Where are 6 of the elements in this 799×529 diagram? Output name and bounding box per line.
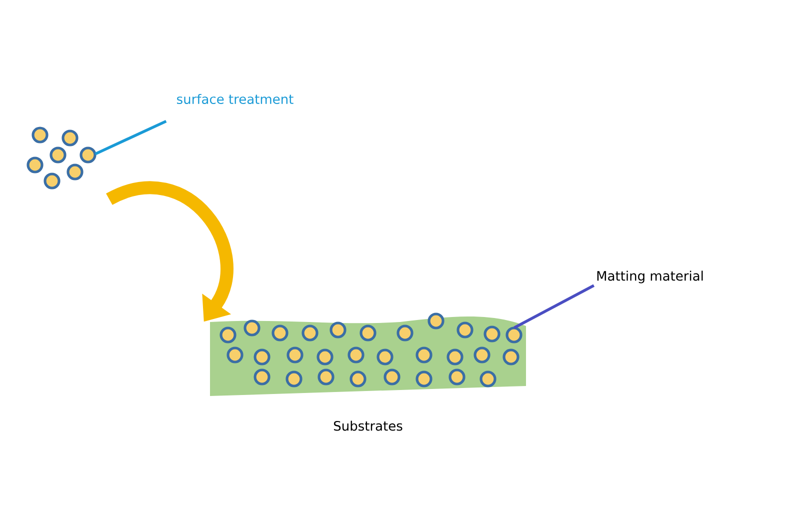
- particle-cluster-drawing: [26, 126, 96, 190]
- leader-line: [514, 284, 595, 330]
- leader-line: [94, 120, 167, 156]
- node-label: Substrates: [334, 420, 402, 431]
- text-label: Matting material: [597, 270, 703, 284]
- text-label: surface treatment: [177, 94, 294, 104]
